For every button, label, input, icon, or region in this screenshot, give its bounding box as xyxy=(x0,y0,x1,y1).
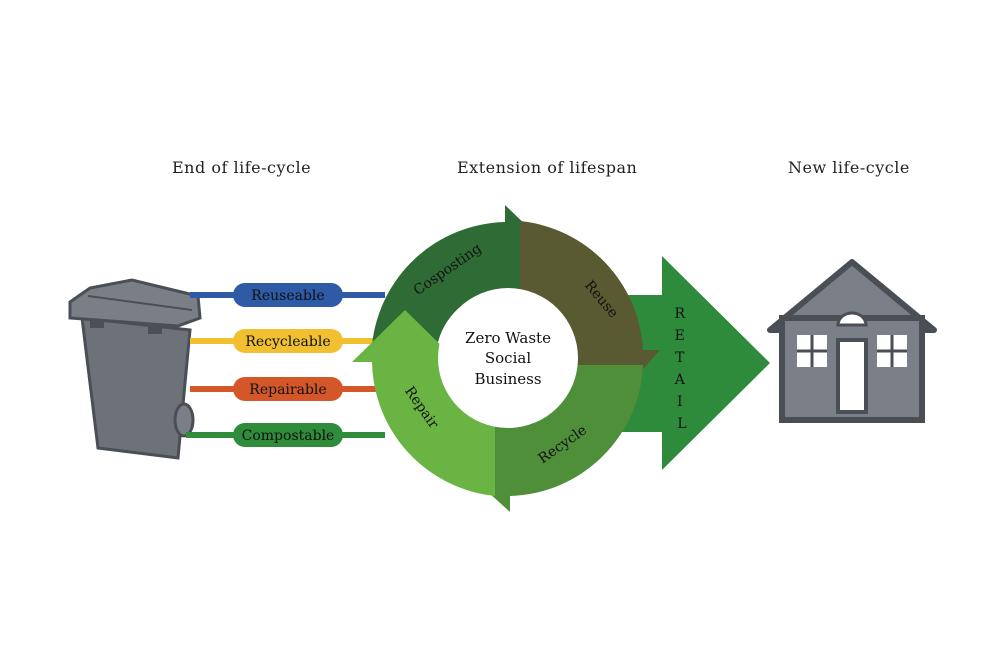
center-line-2: Social xyxy=(485,349,531,367)
wheelie-bin-icon xyxy=(68,278,202,460)
heading-new-life-cycle: New life-cycle xyxy=(788,158,910,177)
heading-end-of-life-cycle: End of life-cycle xyxy=(172,158,312,177)
pill-compostable-label: Compostable xyxy=(242,428,335,444)
segment-composting xyxy=(372,205,560,345)
retail-label: R E T A I L xyxy=(674,306,690,432)
cycle-ring xyxy=(352,205,660,512)
pill-compostable: Compostable xyxy=(233,423,343,447)
pill-recycleable-label: Recycleable xyxy=(245,334,330,350)
retail-arrow: R E T A I L xyxy=(620,256,770,470)
pill-recycleable: Recycleable xyxy=(233,329,343,353)
segment-repair xyxy=(352,310,495,496)
pill-repairable-label: Repairable xyxy=(249,382,326,398)
house-icon xyxy=(767,259,937,423)
pill-repairable: Repairable xyxy=(233,377,343,401)
segment-reuse xyxy=(520,221,660,410)
segment-recycle xyxy=(455,365,643,512)
pill-reuseable: Reuseable xyxy=(233,283,343,307)
center-line-3: Business xyxy=(474,370,541,388)
center-line-1: Zero Waste xyxy=(465,329,551,347)
pill-reuseable-label: Reuseable xyxy=(251,288,324,304)
heading-extension-of-lifespan: Extension of lifespan xyxy=(457,158,638,177)
